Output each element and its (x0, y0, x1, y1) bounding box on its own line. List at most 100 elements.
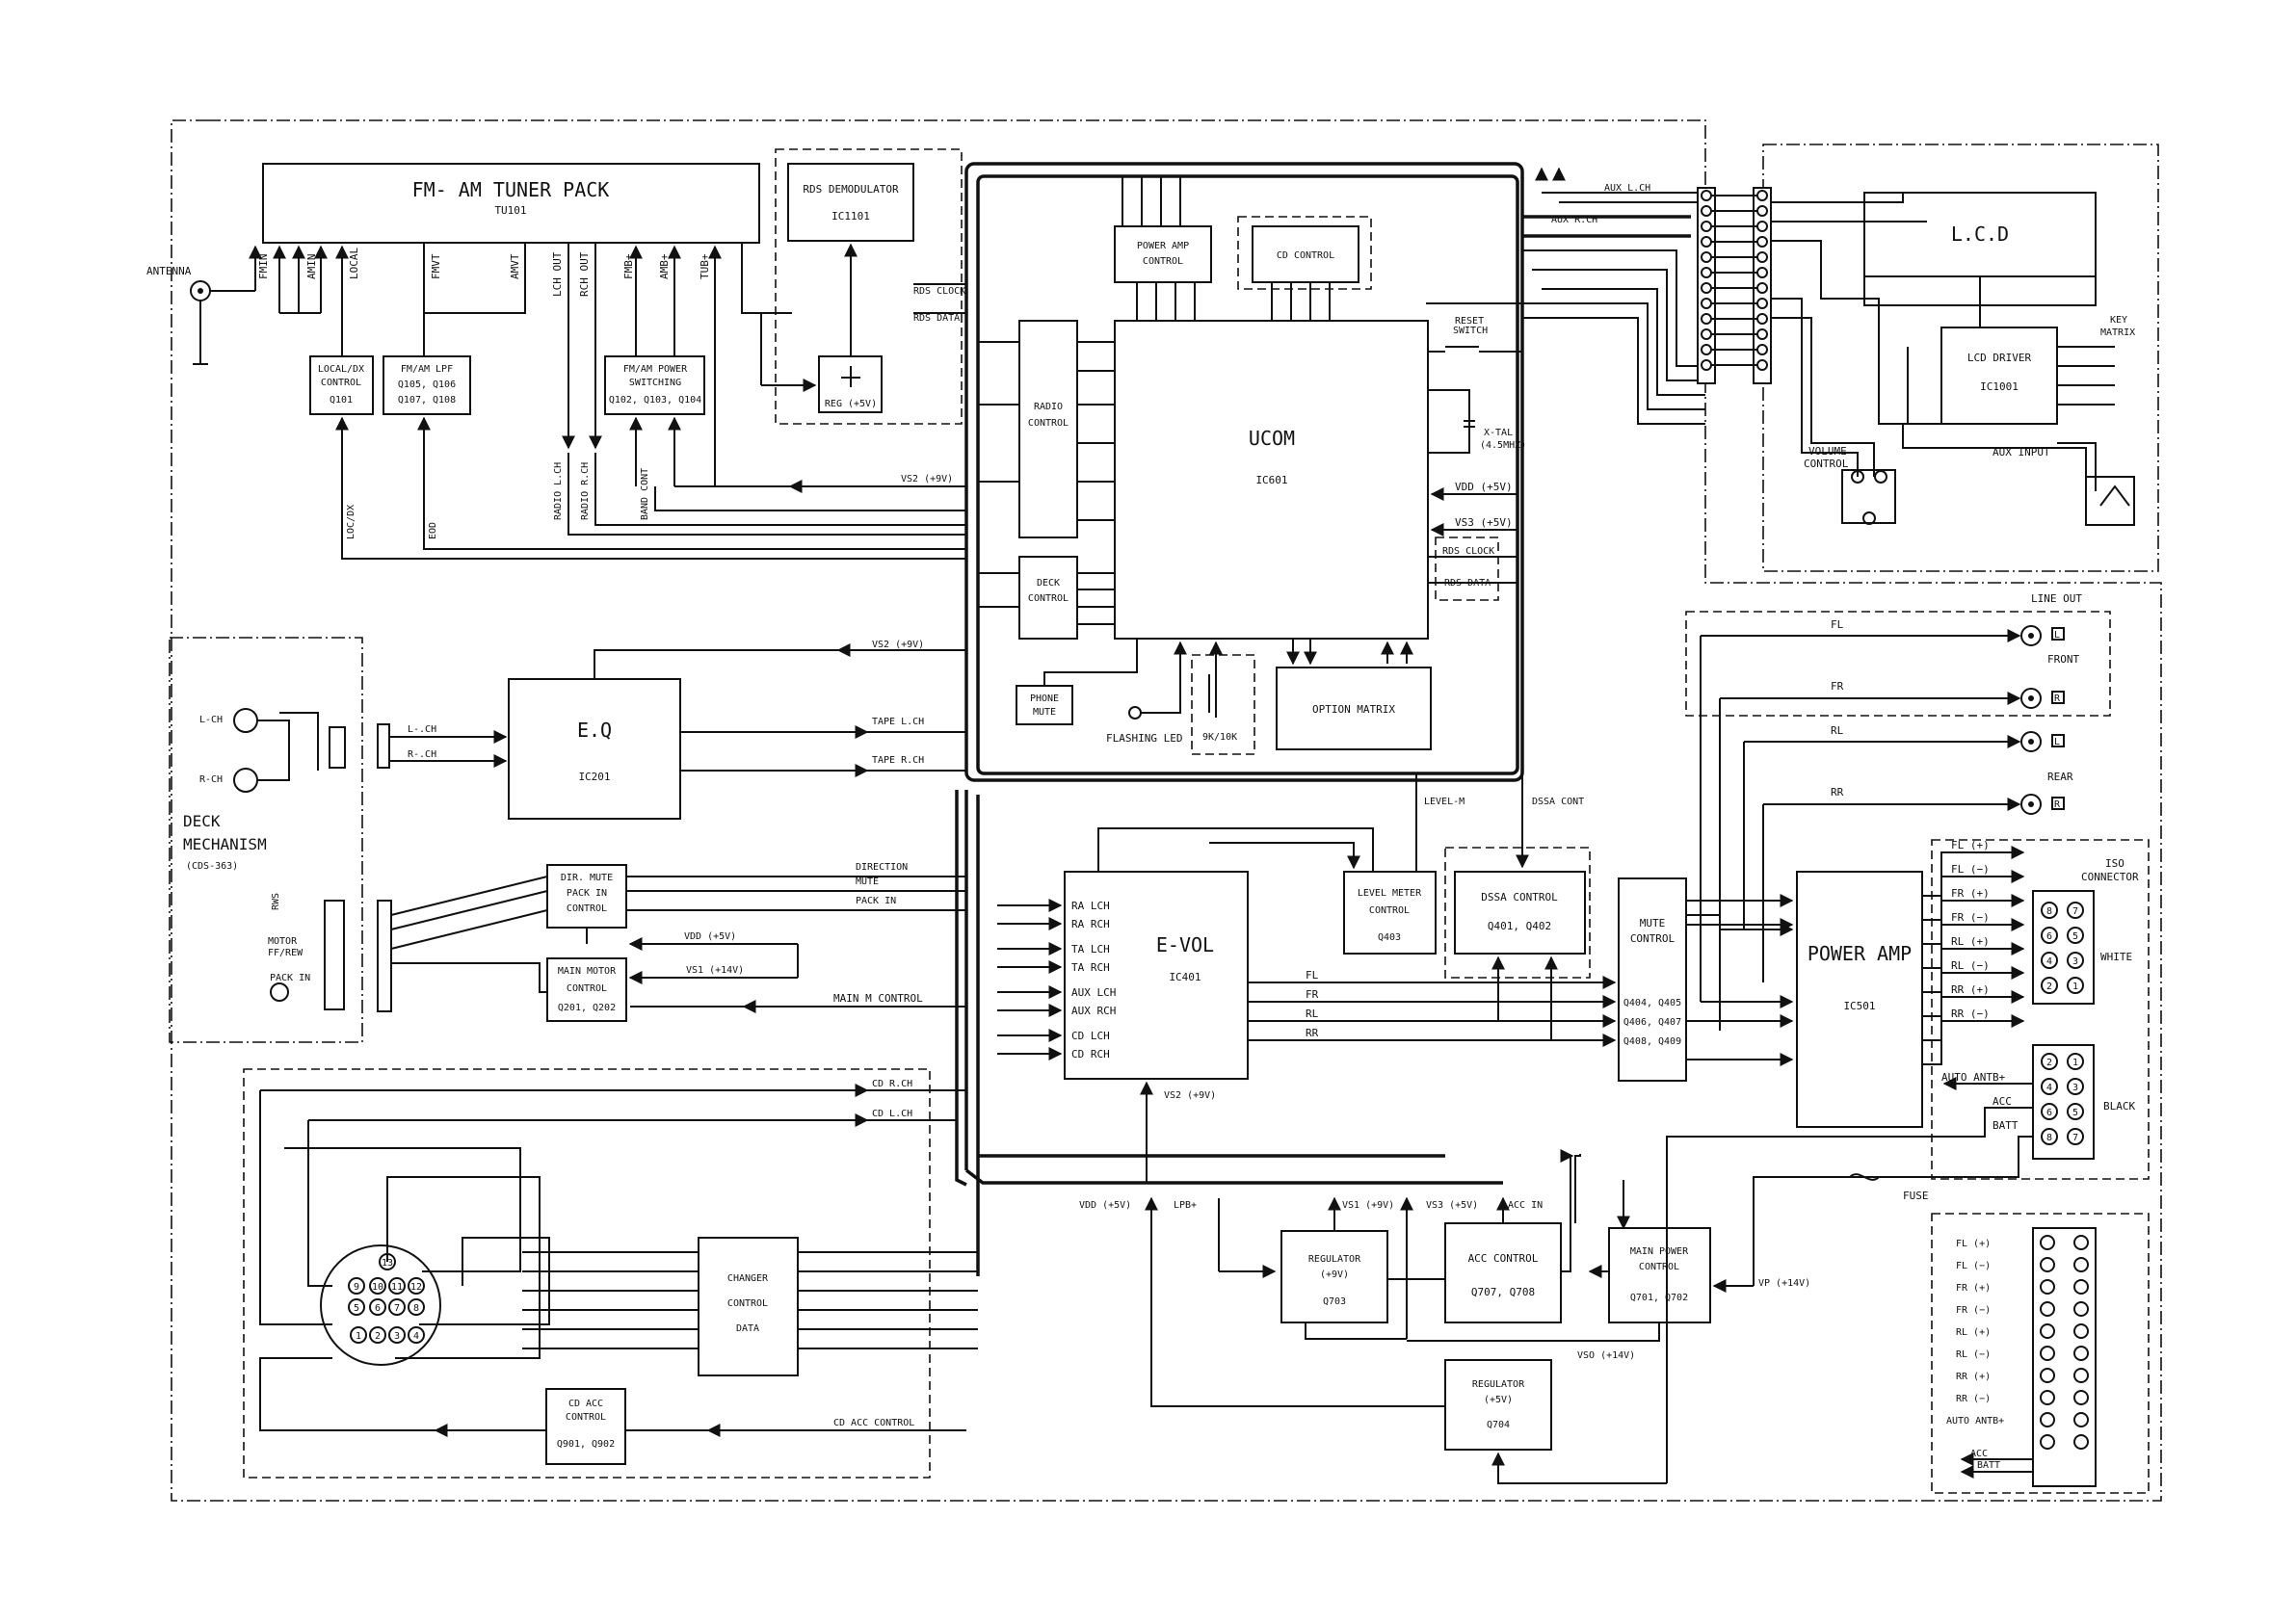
cd-din-connector (320, 1244, 441, 1366)
bottom-pin (2073, 1346, 2089, 1361)
iso-white-pin-number: 8 (2046, 906, 2052, 917)
svg-text:CONTROL: CONTROL (1369, 905, 1410, 916)
svg-text:LEVEL METER: LEVEL METER (1358, 888, 1422, 899)
option-matrix: OPTION MATRIX (1276, 667, 1432, 750)
svg-text:DATA: DATA (736, 1323, 759, 1334)
rear-label: REAR (2047, 771, 2073, 783)
svg-text:DSSA CONTROL: DSSA CONTROL (1481, 891, 1558, 903)
rds-data-r-label: RDS DATA (1444, 578, 1491, 589)
din-pin (348, 1277, 365, 1295)
iso-frame (1931, 839, 2150, 1180)
iso-black-pin-number: 2 (2046, 1058, 2052, 1068)
deck-lch-label: L-CH (199, 715, 223, 725)
iso-white-pin-number: 7 (2072, 906, 2078, 917)
ucom-bus (964, 162, 1524, 782)
reset-label-1: RESET (1455, 316, 1484, 327)
svg-text:Q107, Q108: Q107, Q108 (398, 395, 456, 406)
power-amp: POWER AMP IC501 (1796, 871, 1923, 1128)
main-power-control: MAIN POWER CONTROL Q701, Q702 (1608, 1227, 1711, 1323)
iso-white-pin-number: 6 (2046, 931, 2052, 942)
speaker-output-line (1922, 894, 2025, 945)
svg-text:RADIO: RADIO (1034, 402, 1063, 412)
deck-control: DECK CONTROL (1018, 556, 1078, 640)
volume-label-2: CONTROL (1804, 458, 1849, 470)
svg-text:E-VOL: E-VOL (1156, 933, 1214, 956)
vdd-5v-c-label: VDD (+5V) (1079, 1200, 1131, 1211)
tuner-pins: FMIN AMIN LOCAL FMVT AMVT LCH OUT RCH OU… (257, 248, 711, 297)
pin-fmb: FMB+ (622, 253, 635, 279)
pack-in-label: PACK IN (856, 896, 896, 906)
bottom-batt-label: BATT (1977, 1460, 2000, 1471)
speaker-output-line (1922, 1014, 2025, 1065)
radio-lch-label: RADIO L.CH (553, 462, 564, 520)
din-pin-number: 1 (356, 1331, 361, 1342)
svg-text:Q707, Q708: Q707, Q708 (1471, 1286, 1535, 1298)
speaker-output-label: FL (−) (1951, 863, 1990, 876)
iso-black-pin-number: 8 (2046, 1133, 2052, 1143)
svg-text:REG (+5V): REG (+5V) (825, 399, 877, 409)
local-dx-control: LOCAL/DX CONTROL Q101 (309, 355, 374, 415)
band-cont-label: BAND CONT (640, 468, 650, 520)
bottom-list-label: AUTO ANTB+ (1946, 1416, 2004, 1427)
iso-black-pin-number: 4 (2046, 1083, 2052, 1093)
svg-text:CD LCH: CD LCH (1071, 1030, 1110, 1042)
aux-rch-label: AUX R.CH (1551, 215, 1597, 225)
dssa-control: DSSA CONTROL Q401, Q402 (1454, 871, 1586, 955)
iso-white-pin (2041, 927, 2058, 944)
direction-label: DIRECTION (856, 862, 908, 873)
svg-text:IC201: IC201 (578, 771, 610, 783)
lcd-frame (1762, 144, 2159, 572)
iso-label-2: CONNECTOR (2081, 871, 2139, 883)
aux-lch-label: AUX L.CH (1604, 183, 1650, 194)
tuner-ref: TU101 (494, 204, 526, 217)
vso-14v-label: VSO (+14V) (1577, 1350, 1635, 1361)
svg-text:Q408, Q409: Q408, Q409 (1623, 1036, 1681, 1047)
rds-clock-r-label: RDS CLOCK (1442, 546, 1494, 557)
vs2-evol-label: VS2 (+9V) (1164, 1090, 1216, 1101)
din-pin-number: 2 (375, 1331, 381, 1342)
bottom-pin (2073, 1390, 2089, 1405)
svg-text:R: R (2054, 799, 2061, 810)
line-out-label: LINE OUT (2031, 592, 2082, 605)
svg-text:POWER AMP: POWER AMP (1137, 241, 1189, 251)
vdd-5v-b-label: VDD (+5V) (684, 931, 736, 942)
deck-mech-label-1: DECK (183, 812, 221, 830)
svg-text:(+5V): (+5V) (1484, 1395, 1513, 1405)
loc-dx-label: LOC/DX (346, 505, 356, 539)
speaker-output-line (1922, 942, 2025, 993)
vs1-9v-label: VS1 (+9V) (1342, 1200, 1394, 1211)
bottom-pin (2040, 1346, 2055, 1361)
iso-white-pin (2067, 927, 2084, 944)
svg-text:DIR. MUTE: DIR. MUTE (561, 873, 613, 883)
din-pin-number: 9 (354, 1282, 359, 1293)
iso-white-pin-number: 2 (2046, 982, 2052, 992)
iso-white-pin (2067, 952, 2084, 969)
pin-tub: TUB+ (699, 253, 711, 279)
svg-text:MAIN MOTOR: MAIN MOTOR (558, 966, 617, 977)
svg-text:IC1101: IC1101 (831, 210, 870, 223)
din-pin-number: 6 (375, 1303, 381, 1314)
svg-text:Q101: Q101 (330, 395, 353, 406)
tape-heads (233, 708, 346, 793)
din-pin (369, 1298, 386, 1316)
rws-label: RWS (271, 893, 281, 910)
l-ch2-label: L-.CH (408, 724, 436, 735)
bottom-pin (2040, 1390, 2055, 1405)
iso-black-pin (2041, 1103, 2058, 1120)
bottom-list-label: FR (+) (1956, 1283, 1991, 1294)
svg-text:CONTROL: CONTROL (566, 1412, 606, 1423)
acc-in-label: ACC IN (1508, 1200, 1543, 1211)
antenna-label: ANTENNA (146, 265, 192, 277)
e-vol: E-VOL IC401 RA LCH RA RCH TA LCH TA RCH … (1064, 871, 1249, 1080)
rds-clock-label: RDS CLOCK (913, 286, 965, 297)
deck-switches (270, 900, 345, 1010)
phone-mute: PHONE MUTE (1016, 685, 1073, 725)
cd-lch-label: CD L.CH (872, 1109, 912, 1119)
bottom-pin (2040, 1412, 2055, 1427)
line-rr-label: RR (1831, 786, 1844, 798)
pin-fmin: FMIN (257, 254, 270, 280)
lpb-label: LPB+ (1174, 1200, 1197, 1211)
svg-text:TA RCH: TA RCH (1071, 961, 1110, 974)
line-out-frame (1685, 611, 2111, 717)
bottom-pin (2073, 1301, 2089, 1317)
